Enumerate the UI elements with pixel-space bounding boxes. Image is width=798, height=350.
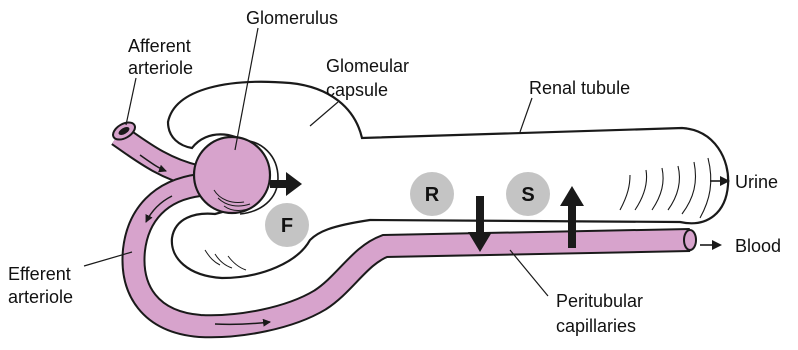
label-afferent-1: Afferent — [128, 36, 191, 56]
svg-text:F: F — [281, 215, 293, 237]
label-renal-tubule: Renal tubule — [529, 78, 630, 98]
reabsorption-badge: R — [410, 172, 454, 216]
label-efferent-2: arteriole — [8, 287, 73, 307]
secretion-badge: S — [506, 172, 550, 216]
label-blood: Blood — [735, 236, 781, 256]
filtration-badge: F — [265, 203, 309, 247]
label-glomerulus: Glomerulus — [246, 8, 338, 28]
label-capsule-1: Glomeular — [326, 56, 409, 76]
label-peritubular-2: capillaries — [556, 316, 636, 336]
label-afferent-2: arteriole — [128, 58, 193, 78]
label-capsule-2: capsule — [326, 80, 388, 100]
svg-text:S: S — [521, 184, 534, 206]
label-efferent-1: Efferent — [8, 264, 71, 284]
label-urine: Urine — [735, 172, 778, 192]
label-peritubular-1: Peritubular — [556, 291, 643, 311]
blood-outlet — [684, 230, 696, 250]
blood-arrow — [700, 240, 722, 250]
svg-text:R: R — [425, 184, 440, 206]
